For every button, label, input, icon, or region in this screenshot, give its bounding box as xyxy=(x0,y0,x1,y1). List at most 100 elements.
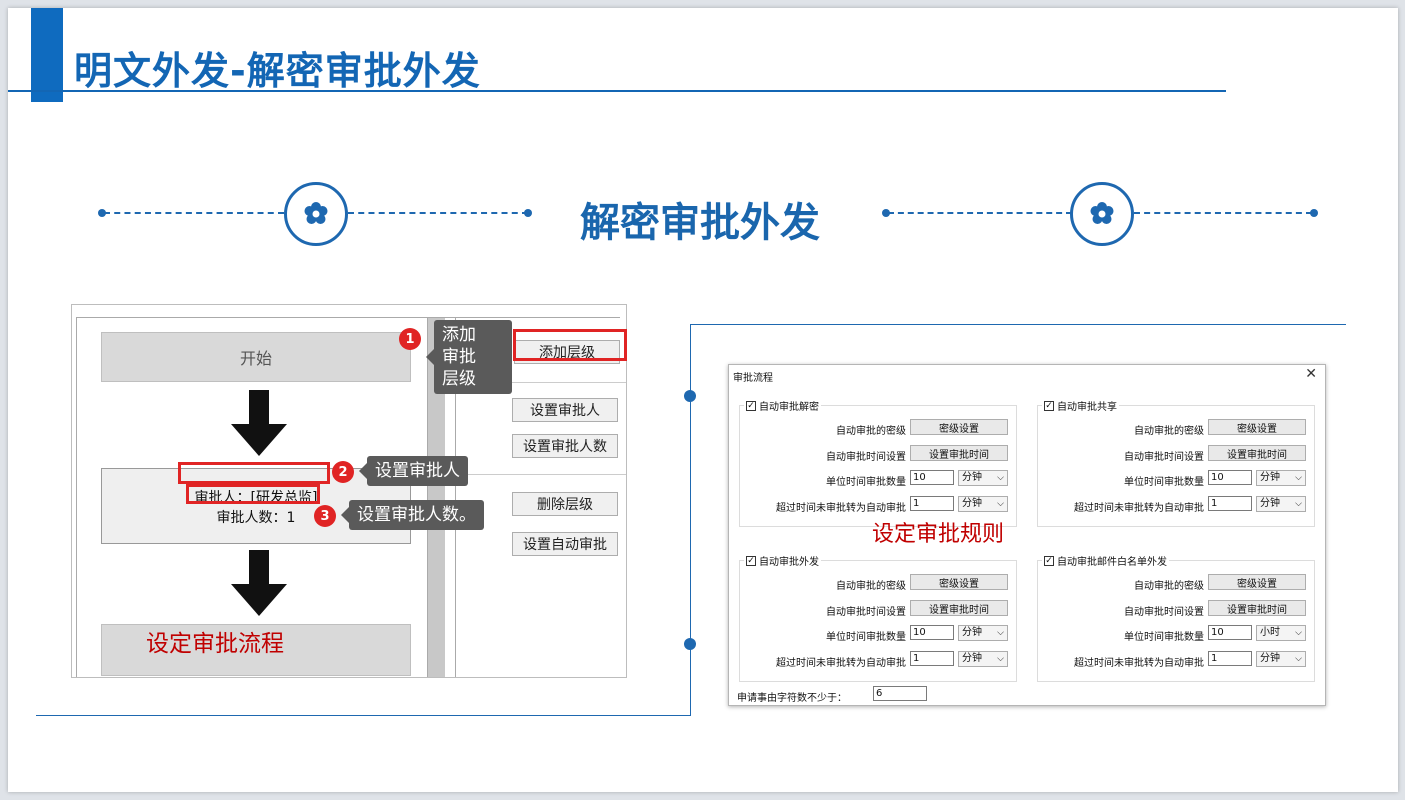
timeout-unit: 分钟 xyxy=(962,498,982,509)
timeout-label: 超过时间未审批转为自动审批 xyxy=(776,503,906,514)
title-underline xyxy=(8,90,1226,92)
group-title: 自动审批邮件白名单外发 xyxy=(1057,557,1167,568)
secret-level-label: 自动审批的密级 xyxy=(836,581,906,592)
chevron-down-icon: ⌵ xyxy=(997,499,1004,509)
frame-line-vertical xyxy=(690,324,691,716)
caption-approval-flow: 设定审批流程 xyxy=(146,631,284,657)
set-time-button[interactable]: 设置审批时间 xyxy=(910,445,1008,461)
flow-editor: 开始 审批人：[研发总监] 审批人数：1 添加层级 设置审批人 设置审批人数 删… xyxy=(76,317,626,677)
checkbox-checked-icon[interactable]: ✓ xyxy=(1044,400,1054,411)
flower-icon-left xyxy=(284,182,348,246)
tooltip-set-approver-count: 设置审批人数。 xyxy=(341,500,484,530)
chevron-down-icon: ⌵ xyxy=(997,628,1004,638)
timeout-label: 超过时间未审批转为自动审批 xyxy=(1074,503,1204,514)
frame-line-top xyxy=(690,324,1346,325)
group-header[interactable]: ✓ 自动审批共享 xyxy=(1042,398,1119,413)
unit-count-unit: 分钟 xyxy=(962,472,982,483)
separator xyxy=(456,474,626,475)
time-setting-label: 自动审批时间设置 xyxy=(826,607,906,618)
scrollbar[interactable] xyxy=(427,318,445,677)
close-icon[interactable]: ✕ xyxy=(1305,366,1317,382)
chevron-down-icon: ⌵ xyxy=(997,473,1004,483)
timeout-select[interactable]: 分钟 ⌵ xyxy=(958,651,1008,667)
unit-count-input[interactable]: 10 xyxy=(910,470,954,485)
chevron-down-icon: ⌵ xyxy=(997,654,1004,664)
group-title: 自动审批共享 xyxy=(1057,402,1117,413)
frame-dot-upper xyxy=(684,390,696,402)
flow-end-node[interactable] xyxy=(101,624,411,676)
unit-count-input[interactable]: 10 xyxy=(1208,625,1252,640)
secret-setting-button[interactable]: 密级设置 xyxy=(910,574,1008,590)
checkbox-checked-icon[interactable]: ✓ xyxy=(1044,555,1054,566)
group-outbound: ✓ 自动审批外发 自动审批的密级 密级设置 自动审批时间设置 设置审批时间 单位… xyxy=(739,553,1017,682)
set-approver-button[interactable]: 设置审批人 xyxy=(512,398,618,422)
time-setting-label: 自动审批时间设置 xyxy=(1124,452,1204,463)
group-decrypt: ✓ 自动审批解密 自动审批的密级 密级设置 自动审批时间设置 设置审批时间 单位… xyxy=(739,398,1017,527)
timeout-unit: 分钟 xyxy=(962,653,982,664)
time-setting-label: 自动审批时间设置 xyxy=(826,452,906,463)
timeout-input[interactable]: 1 xyxy=(910,651,954,666)
caption-approval-rules: 设定审批规则 xyxy=(872,522,1005,547)
deco-dot-left-2 xyxy=(524,209,532,217)
set-auto-approve-button[interactable]: 设置自动审批 xyxy=(512,532,618,556)
highlight-add-level xyxy=(513,329,627,361)
unit-count-label: 单位时间审批数量 xyxy=(826,632,906,643)
title-accent-bar xyxy=(31,8,63,102)
unit-count-select[interactable]: 分钟⌵ xyxy=(1256,470,1306,486)
set-time-button[interactable]: 设置审批时间 xyxy=(910,600,1008,616)
min-chars-input[interactable]: 6 xyxy=(873,686,927,701)
approval-flow-panel: 开始 审批人：[研发总监] 审批人数：1 添加层级 设置审批人 设置审批人数 删… xyxy=(71,304,627,678)
frame-line-bottom xyxy=(36,715,691,716)
secret-level-label: 自动审批的密级 xyxy=(836,426,906,437)
set-time-button[interactable]: 设置审批时间 xyxy=(1208,600,1306,616)
unit-count-input[interactable]: 10 xyxy=(910,625,954,640)
chevron-down-icon: ⌵ xyxy=(1295,654,1302,664)
approval-rules-dialog: 审批流程 ✕ ✓ 自动审批解密 自动审批的密级 密级设置 自动审批时间设置 设置… xyxy=(728,364,1326,706)
secret-setting-button[interactable]: 密级设置 xyxy=(1208,574,1306,590)
separator xyxy=(456,382,626,383)
secret-setting-button[interactable]: 密级设置 xyxy=(910,419,1008,435)
timeout-input[interactable]: 1 xyxy=(910,496,954,511)
group-header[interactable]: ✓ 自动审批邮件白名单外发 xyxy=(1042,553,1169,568)
badge-2: 2 xyxy=(332,461,354,483)
deco-dot-right-2 xyxy=(1310,209,1318,217)
unit-count-select[interactable]: 小时⌵ xyxy=(1256,625,1306,641)
deco-dot-right xyxy=(882,209,890,217)
group-header[interactable]: ✓ 自动审批解密 xyxy=(744,398,821,413)
badge-1: 1 xyxy=(399,328,421,350)
unit-count-select[interactable]: 分钟⌵ xyxy=(958,625,1008,641)
timeout-unit: 分钟 xyxy=(1260,653,1280,664)
deco-line-right-1 xyxy=(888,212,1072,214)
timeout-input[interactable]: 1 xyxy=(1208,651,1252,666)
secret-level-label: 自动审批的密级 xyxy=(1134,426,1204,437)
tooltip-set-approver: 设置审批人 xyxy=(359,456,468,486)
unit-count-select[interactable]: 分钟 ⌵ xyxy=(958,470,1008,486)
min-chars-label: 申请事由字符数不少于： xyxy=(737,693,847,704)
secret-setting-button[interactable]: 密级设置 xyxy=(1208,419,1306,435)
set-approver-count-button[interactable]: 设置审批人数 xyxy=(512,434,618,458)
timeout-select[interactable]: 分钟 ⌵ xyxy=(1256,651,1306,667)
deco-line-left-1 xyxy=(104,212,284,214)
arrow-down-icon xyxy=(231,390,287,456)
section-title: 解密审批外发 xyxy=(580,200,820,246)
unit-count-input[interactable]: 10 xyxy=(1208,470,1252,485)
checkbox-checked-icon[interactable]: ✓ xyxy=(746,555,756,566)
group-title: 自动审批外发 xyxy=(759,557,819,568)
checkbox-checked-icon[interactable]: ✓ xyxy=(746,400,756,411)
unit-count-unit: 分钟 xyxy=(1260,472,1280,483)
timeout-select[interactable]: 分钟 ⌵ xyxy=(958,496,1008,512)
highlight-approver xyxy=(178,462,330,484)
timeout-select[interactable]: 分钟⌵ xyxy=(1256,496,1306,512)
unit-count-label: 单位时间审批数量 xyxy=(1124,477,1204,488)
timeout-input[interactable]: 1 xyxy=(1208,496,1252,511)
timeout-unit: 分钟 xyxy=(1260,498,1280,509)
unit-count-label: 单位时间审批数量 xyxy=(826,477,906,488)
group-header[interactable]: ✓ 自动审批外发 xyxy=(744,553,821,568)
flow-start-node[interactable]: 开始 xyxy=(101,332,411,382)
delete-level-button[interactable]: 删除层级 xyxy=(512,492,618,516)
unit-count-unit: 小时 xyxy=(1260,627,1280,638)
group-email-whitelist: ✓ 自动审批邮件白名单外发 自动审批的密级 密级设置 自动审批时间设置 设置审批… xyxy=(1037,553,1315,682)
set-time-button[interactable]: 设置审批时间 xyxy=(1208,445,1306,461)
secret-level-label: 自动审批的密级 xyxy=(1134,581,1204,592)
badge-3: 3 xyxy=(314,505,336,527)
